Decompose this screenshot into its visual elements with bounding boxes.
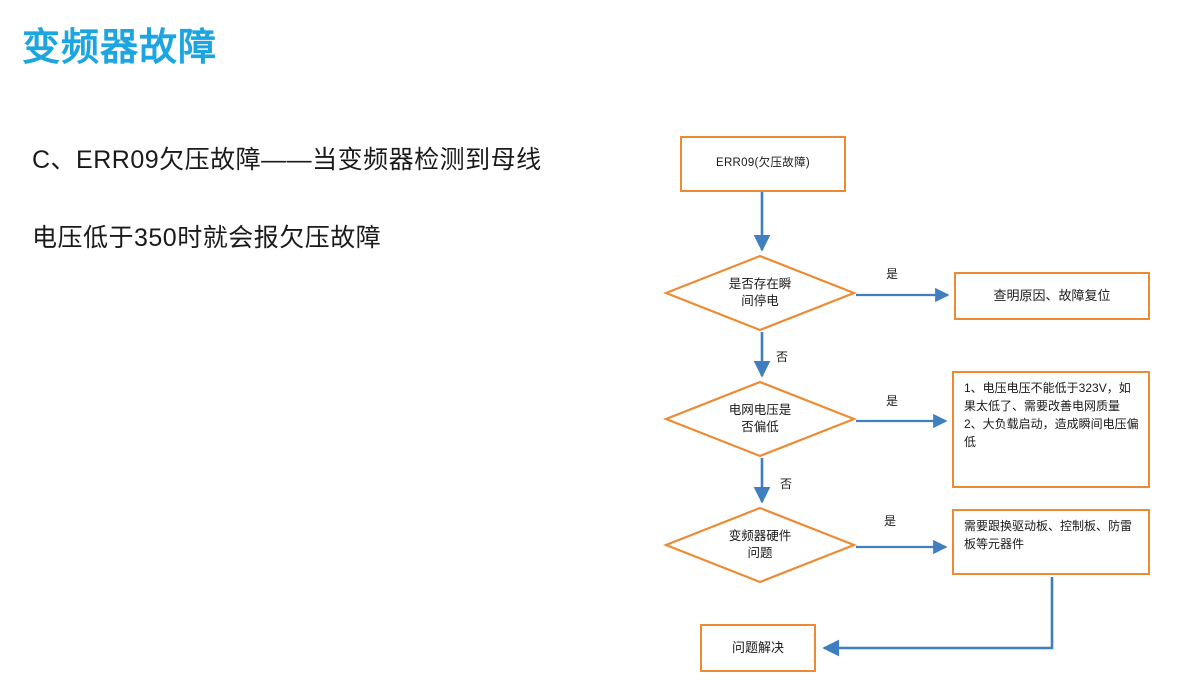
flow-node-end-label: 问题解决 xyxy=(731,640,784,656)
diamond-shape-q1 xyxy=(662,254,858,332)
flow-node-action-replace-boards[interactable]: 需要跟换驱动板、控制板、防雷板等元器件 xyxy=(952,509,1150,575)
flow-node-decision-hardware-problem[interactable]: 变频器硬件 问题 xyxy=(666,508,854,582)
edge-label-yes-3: 是 xyxy=(884,514,897,528)
page-title: 变频器故障 xyxy=(22,27,218,69)
diamond-shape-q3 xyxy=(662,506,858,584)
flow-node-a2-label: 1、电压电压不能低于323V，如果太低了、需要改善电网质量 2、大负载启动，造成… xyxy=(964,381,1139,449)
body-paragraph-line-2: 电压低于350时就会报欠压故障 xyxy=(32,224,382,252)
flow-node-action-voltage-notes[interactable]: 1、电压电压不能低于323V，如果太低了、需要改善电网质量 2、大负载启动，造成… xyxy=(952,371,1150,488)
flow-node-decision-power-interruption[interactable]: 是否存在瞬 间停电 xyxy=(666,256,854,330)
flow-node-a3-label: 需要跟换驱动板、控制板、防雷板等元器件 xyxy=(964,519,1133,551)
flow-node-start-label: ERR09(欠压故障) xyxy=(715,157,811,170)
flow-node-action-find-cause-reset[interactable]: 查明原因、故障复位 xyxy=(954,272,1150,320)
flow-node-a1-label: 查明原因、故障复位 xyxy=(993,288,1111,304)
edge-label-yes-2: 是 xyxy=(886,394,899,408)
body-paragraph-line-1: C、ERR09欠压故障——当变频器检测到母线 xyxy=(32,146,542,174)
flow-node-decision-grid-voltage-low[interactable]: 电网电压是 否偏低 xyxy=(666,382,854,456)
flow-node-q3-label: 变频器硬件 问题 xyxy=(728,529,792,560)
edge-label-no-2: 否 xyxy=(780,477,793,491)
edge-label-no-1: 否 xyxy=(776,350,789,364)
flow-node-start-err09[interactable]: ERR09(欠压故障) xyxy=(680,136,846,192)
flow-node-end-problem-solved[interactable]: 问题解决 xyxy=(700,624,816,672)
flow-node-q1-label: 是否存在瞬 间停电 xyxy=(728,277,792,308)
connector-a3-to-end xyxy=(822,577,1054,657)
flow-node-q2-label: 电网电压是 否偏低 xyxy=(728,403,792,434)
diamond-shape-q2 xyxy=(662,380,858,458)
edge-label-yes-1: 是 xyxy=(886,267,899,281)
